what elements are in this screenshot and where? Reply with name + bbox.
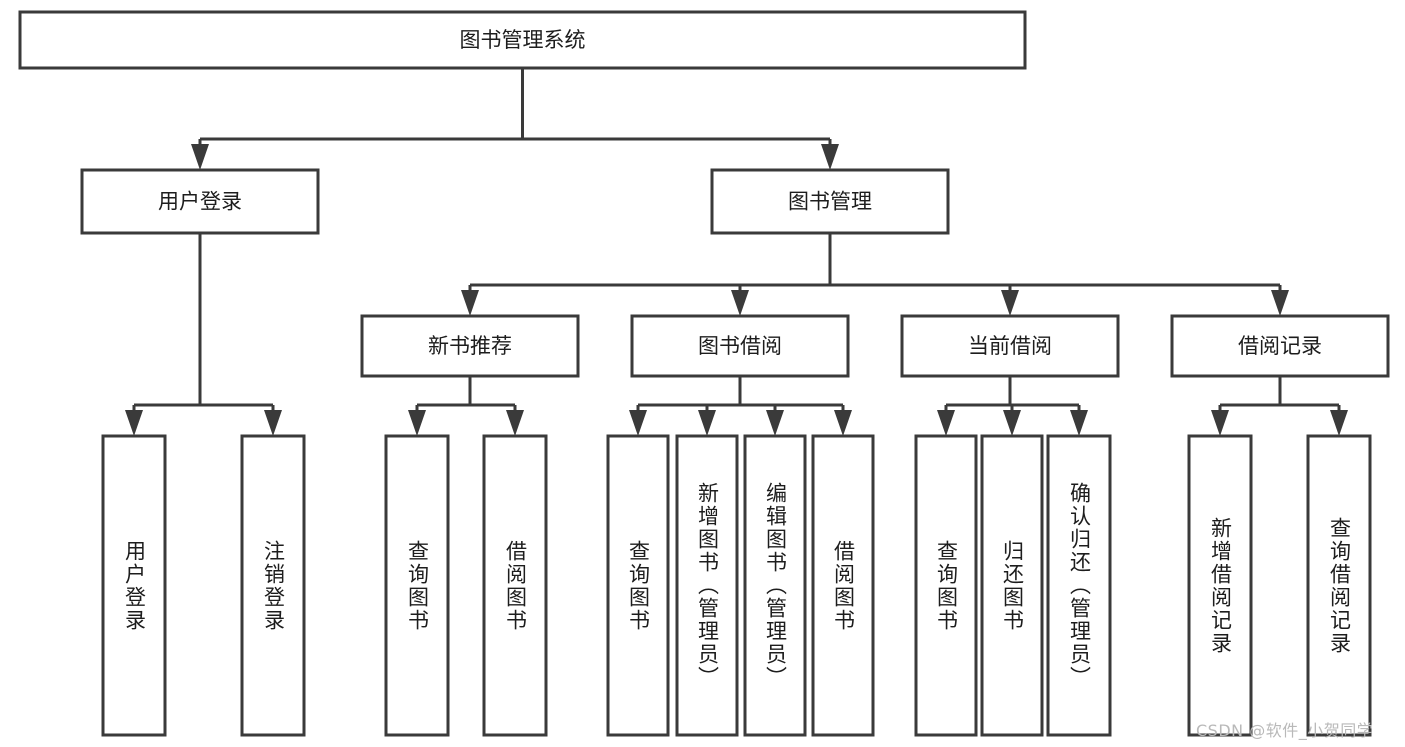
arrow-head-icon: [408, 410, 426, 436]
arrow-head-icon: [1070, 410, 1088, 436]
node-box-leaf-rec-query[interactable]: [384, 434, 450, 737]
arrow-head-icon: [731, 290, 749, 316]
arrow-head-icon: [461, 290, 479, 316]
node-box-l1-book[interactable]: [710, 168, 950, 235]
node-box-leaf-user-login[interactable]: [101, 434, 167, 737]
arrow-head-icon: [264, 410, 282, 436]
node-box-leaf-cur-query[interactable]: [914, 434, 978, 737]
node-label-l2-current: 当前借阅: [968, 334, 1052, 358]
node-box-leaf-cur-confirm[interactable]: [1046, 434, 1112, 737]
arrow-head-icon: [1211, 410, 1229, 436]
node-label-l1-user: 用户登录: [158, 190, 242, 214]
arrow-head-icon: [1001, 290, 1019, 316]
arrow-head-icon: [191, 144, 209, 170]
arrow-head-icon: [629, 410, 647, 436]
node-box-l2-borrow[interactable]: [630, 314, 850, 378]
arrow-head-icon: [937, 410, 955, 436]
arrow-head-icon: [506, 410, 524, 436]
node-box-l2-record[interactable]: [1170, 314, 1390, 378]
node-label-l2-borrow: 图书借阅: [698, 334, 782, 358]
node-box-leaf-user-logout[interactable]: [240, 434, 306, 737]
node-box-l1-user[interactable]: [80, 168, 320, 235]
node-label-l2-recommend: 新书推荐: [428, 334, 512, 358]
node-box-leaf-bor-edit[interactable]: [743, 434, 807, 737]
arrow-head-icon: [698, 410, 716, 436]
node-label-l2-record: 借阅记录: [1238, 334, 1322, 358]
arrow-head-icon: [1271, 290, 1289, 316]
node-label-root: 图书管理系统: [460, 28, 586, 52]
node-box-leaf-rcd-add[interactable]: [1187, 434, 1253, 737]
node-box-l2-current[interactable]: [900, 314, 1120, 378]
node-box-leaf-bor-add[interactable]: [675, 434, 739, 737]
arrow-head-icon: [125, 410, 143, 436]
arrow-head-icon: [766, 410, 784, 436]
watermark: CSDN @软件_小贺同学: [1196, 721, 1374, 740]
arrow-head-icon: [834, 410, 852, 436]
arrow-head-icon: [821, 144, 839, 170]
node-box-leaf-cur-return[interactable]: [980, 434, 1044, 737]
node-box-leaf-bor-lend[interactable]: [811, 434, 875, 737]
connector-layer: [125, 68, 1348, 436]
node-label-l1-book: 图书管理: [788, 190, 872, 214]
node-box-root[interactable]: [18, 10, 1027, 70]
arrow-head-icon: [1003, 410, 1021, 436]
node-box-leaf-bor-query[interactable]: [606, 434, 670, 737]
node-box-leaf-rcd-query[interactable]: [1306, 434, 1372, 737]
arrow-head-icon: [1330, 410, 1348, 436]
node-box-l2-recommend[interactable]: [360, 314, 580, 378]
node-box-leaf-rec-borrow[interactable]: [482, 434, 548, 737]
